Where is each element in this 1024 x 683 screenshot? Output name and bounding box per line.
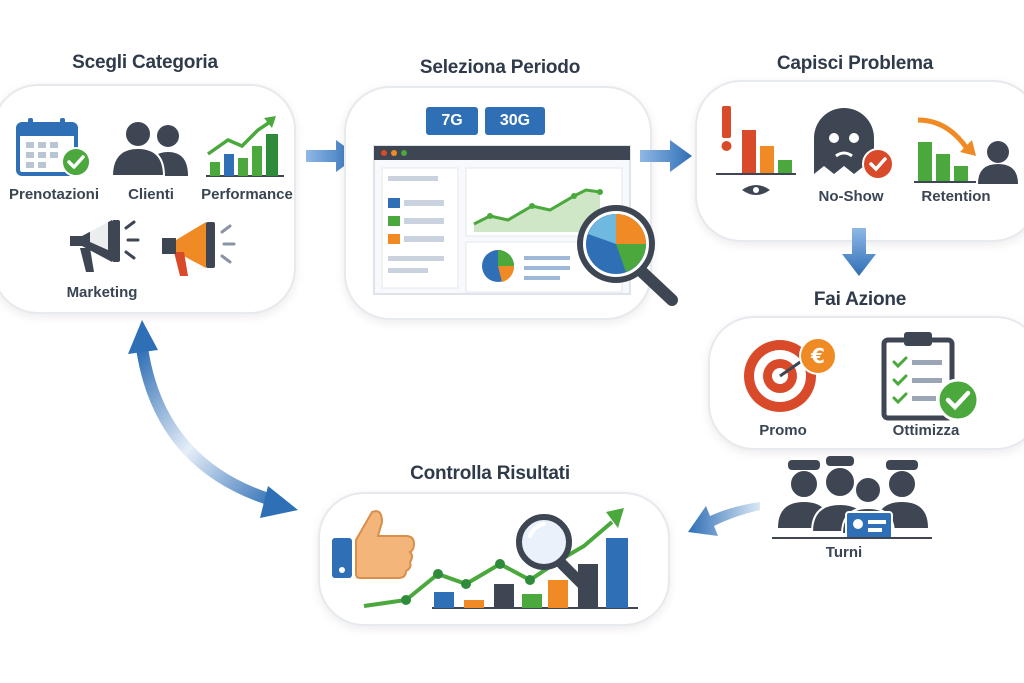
clients-icon [110, 120, 188, 177]
arrow-down-icon [842, 228, 876, 276]
step2-title: Seleziona Periodo [419, 57, 581, 78]
action-promo[interactable]: Promo [759, 422, 807, 439]
step4-title: Fai Azione [813, 289, 907, 310]
retention-icon [914, 117, 1018, 184]
results-chart-icon [363, 508, 638, 609]
alert-bars-icon [716, 106, 796, 195]
step3-title: Capisci Problema [776, 53, 934, 74]
arrow-left-icon [688, 502, 760, 536]
ghost-no-show-icon [814, 108, 894, 180]
thumbs-up-icon [332, 510, 416, 579]
megaphone-orange-icon [162, 222, 236, 276]
category-clienti[interactable]: Clienti [128, 186, 174, 203]
step1-title: Scegli Categoria [72, 52, 218, 73]
category-prenotazioni[interactable]: Prenotazioni [8, 186, 99, 203]
arrow-right-icon [640, 140, 692, 172]
staff-team-icon [772, 456, 932, 541]
action-turni[interactable]: Turni [825, 544, 863, 561]
action-ottimizza[interactable]: Ottimizza [892, 422, 960, 439]
loop-double-arrow-icon [128, 320, 298, 518]
category-performance[interactable]: Performance [201, 186, 293, 203]
megaphone-icon [70, 220, 140, 272]
problem-no-show[interactable]: No-Show [818, 188, 884, 205]
period-30g-button[interactable]: 30G [485, 107, 545, 135]
calendar-check-icon [16, 118, 91, 177]
category-marketing[interactable]: Marketing [66, 284, 138, 301]
problem-retention[interactable]: Retention [921, 188, 991, 205]
period-7g-button[interactable]: 7G [426, 107, 478, 135]
step5-title: Controlla Risultati [410, 463, 570, 484]
target-euro-icon: € [744, 337, 837, 412]
magnifier-pie-icon [577, 205, 678, 306]
clipboard-check-icon [881, 332, 980, 422]
performance-chart-icon [206, 116, 284, 177]
svg-text:€: € [810, 344, 825, 368]
